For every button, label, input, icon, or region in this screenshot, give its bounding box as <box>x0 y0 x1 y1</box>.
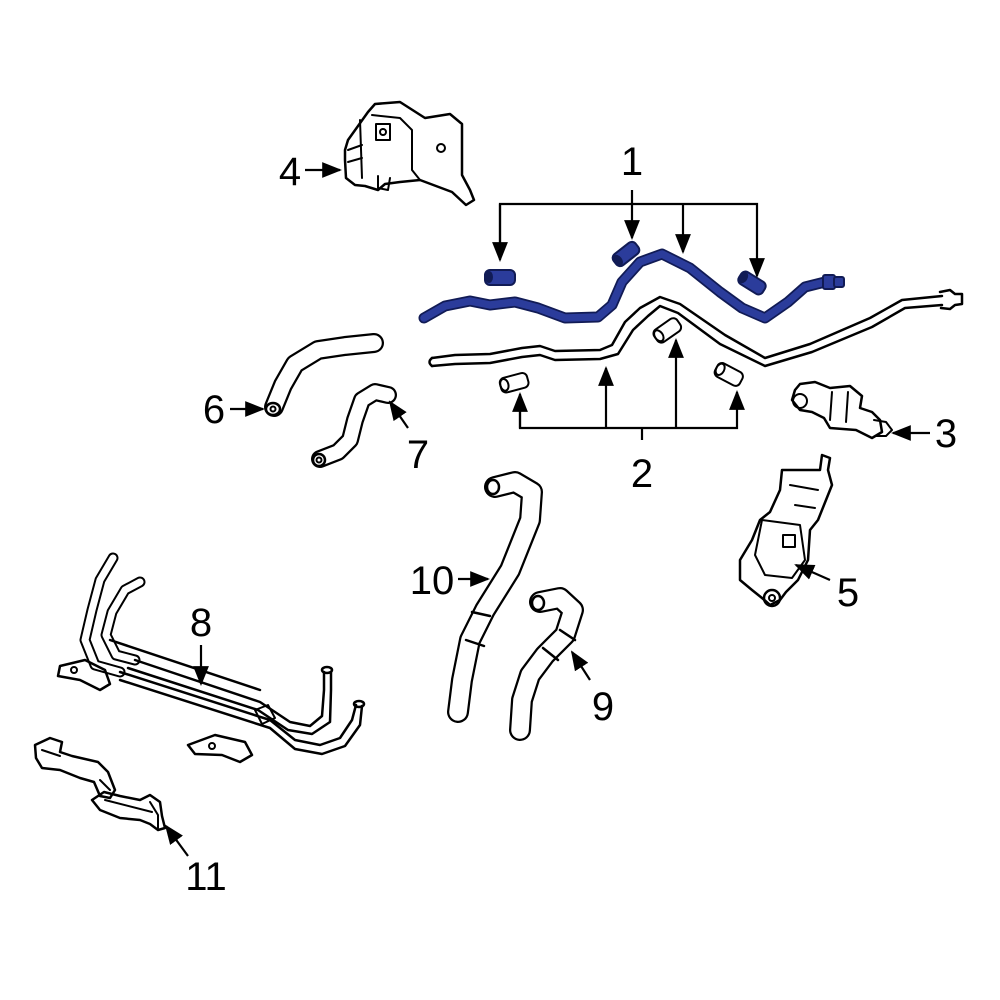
part-2-clamp[interactable] <box>713 361 745 387</box>
part-1-clamp[interactable] <box>611 240 642 268</box>
part-10-hose[interactable] <box>447 471 543 723</box>
callout-7-leader <box>388 400 409 429</box>
part-2-clamp[interactable] <box>652 316 684 344</box>
part-1-pipe-assembly[interactable] <box>418 240 845 324</box>
callout-6: 6 <box>203 388 225 432</box>
callout-3: 3 <box>935 412 957 456</box>
part-1-clamp[interactable] <box>736 270 767 297</box>
callout-4: 4 <box>279 150 301 194</box>
part-8-tube-assembly[interactable] <box>56 552 366 764</box>
part-6-hose[interactable] <box>264 333 384 417</box>
callout-11: 11 <box>185 855 227 899</box>
callout-9-leader <box>570 650 591 681</box>
callout-2-leaders <box>512 338 745 440</box>
part-2-pipe-assembly[interactable] <box>428 288 964 394</box>
callout-5: 5 <box>837 571 859 615</box>
callout-2: 2 <box>631 452 653 496</box>
part-11-clamp-bracket[interactable] <box>33 736 167 832</box>
callout-5-leader <box>794 563 831 582</box>
callout-7: 7 <box>407 433 429 477</box>
callout-1-leaders <box>492 190 765 278</box>
part-1-clamp[interactable] <box>484 269 516 286</box>
part-3-fitting[interactable] <box>790 380 893 440</box>
part-5-bracket[interactable] <box>738 453 834 608</box>
callout-11-leader <box>164 824 189 857</box>
part-2-clamp[interactable] <box>498 371 530 394</box>
callout-1: 1 <box>621 140 643 184</box>
part-1-pipe-fill <box>420 250 829 322</box>
part-7-hose[interactable] <box>311 383 397 468</box>
callout-9: 9 <box>592 685 614 729</box>
part-9-hose[interactable] <box>509 587 584 741</box>
callout-10: 10 <box>410 559 455 603</box>
part-4-bracket[interactable] <box>343 100 476 207</box>
callout-8: 8 <box>190 601 212 645</box>
